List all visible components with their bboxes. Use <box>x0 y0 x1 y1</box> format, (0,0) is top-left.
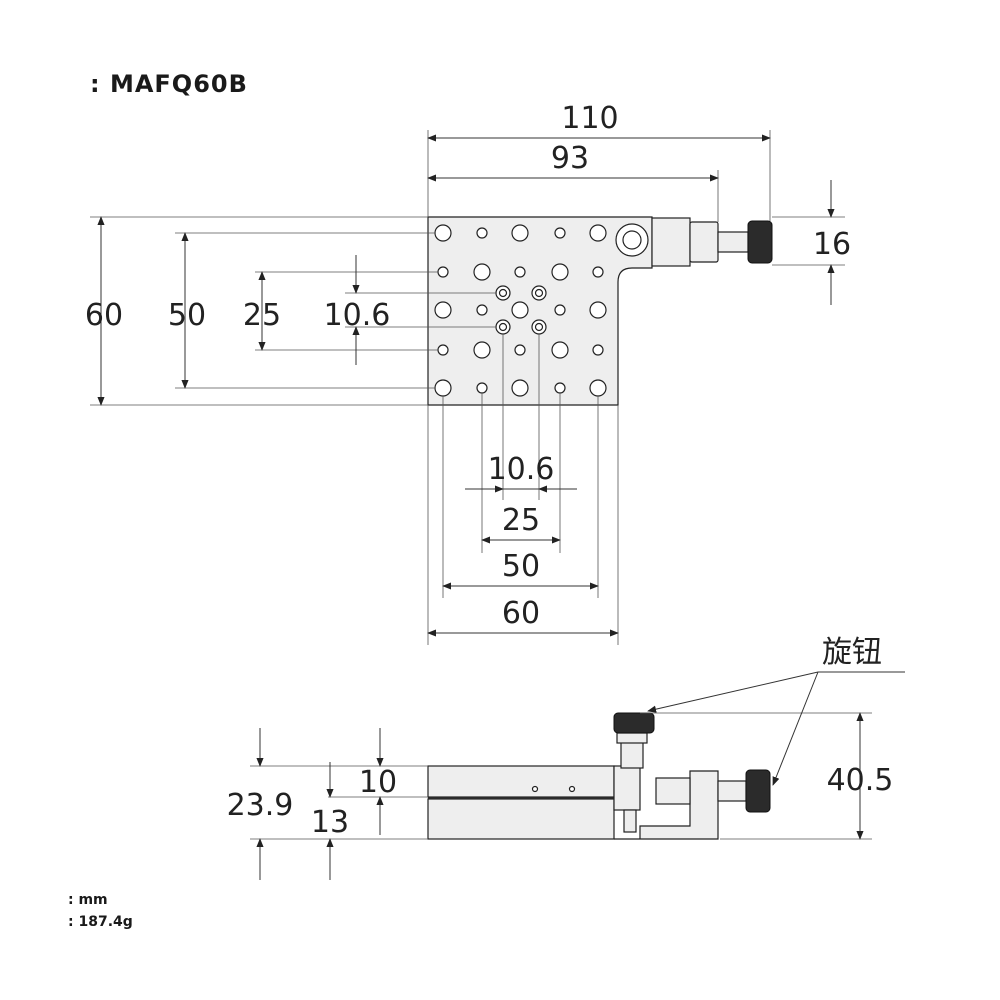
side-tip <box>623 809 637 833</box>
dim-knob-16: 16 <box>813 227 851 262</box>
unit-note: : mm <box>68 892 108 908</box>
side-screw-2 <box>568 785 576 793</box>
dim-bottom-10-6: 10.6 <box>488 452 555 487</box>
dim-height-50: 50 <box>168 298 206 333</box>
knob-body <box>689 221 719 263</box>
side-vertical-shaft <box>620 739 644 769</box>
model-title: : MAFQ60B <box>90 70 248 98</box>
dim-bottom-25: 25 <box>502 503 540 538</box>
top-view: 110 93 60 50 25 10.6 16 10.6 25 50 60 <box>85 101 851 645</box>
knob-icon <box>747 220 773 264</box>
dim-width-stage: 93 <box>551 141 589 176</box>
dim-side-40-5: 40.5 <box>827 763 894 798</box>
dim-side-13: 13 <box>311 805 349 840</box>
knob-shaft <box>717 231 749 253</box>
dim-height-10-6: 10.6 <box>324 298 391 333</box>
side-lower-base <box>427 798 615 840</box>
dim-side-23-9: 23.9 <box>227 788 294 823</box>
knob-housing <box>651 217 691 267</box>
callout-knob: 旋钮 <box>822 635 882 670</box>
dim-bottom-50: 50 <box>502 549 540 584</box>
side-upper-carriage <box>427 765 615 798</box>
side-screw-1 <box>531 785 539 793</box>
hole-grid <box>434 224 607 397</box>
lock-screw-inner <box>622 230 642 250</box>
dim-height-60: 60 <box>85 298 123 333</box>
side-view: 旋钮 23.9 10 13 40.5 <box>227 635 905 880</box>
side-collar <box>616 732 648 744</box>
dim-bottom-60: 60 <box>502 596 540 631</box>
side-top-knob-icon <box>613 712 655 734</box>
dim-width-overall: 110 <box>561 101 618 136</box>
side-h-body <box>655 777 691 805</box>
side-vertical-block <box>613 765 641 811</box>
weight-note: : 187.4g <box>68 914 133 930</box>
dim-height-25: 25 <box>243 298 281 333</box>
side-h-shaft <box>717 780 747 802</box>
dim-side-10: 10 <box>359 765 397 800</box>
side-h-knob-icon <box>745 769 771 813</box>
